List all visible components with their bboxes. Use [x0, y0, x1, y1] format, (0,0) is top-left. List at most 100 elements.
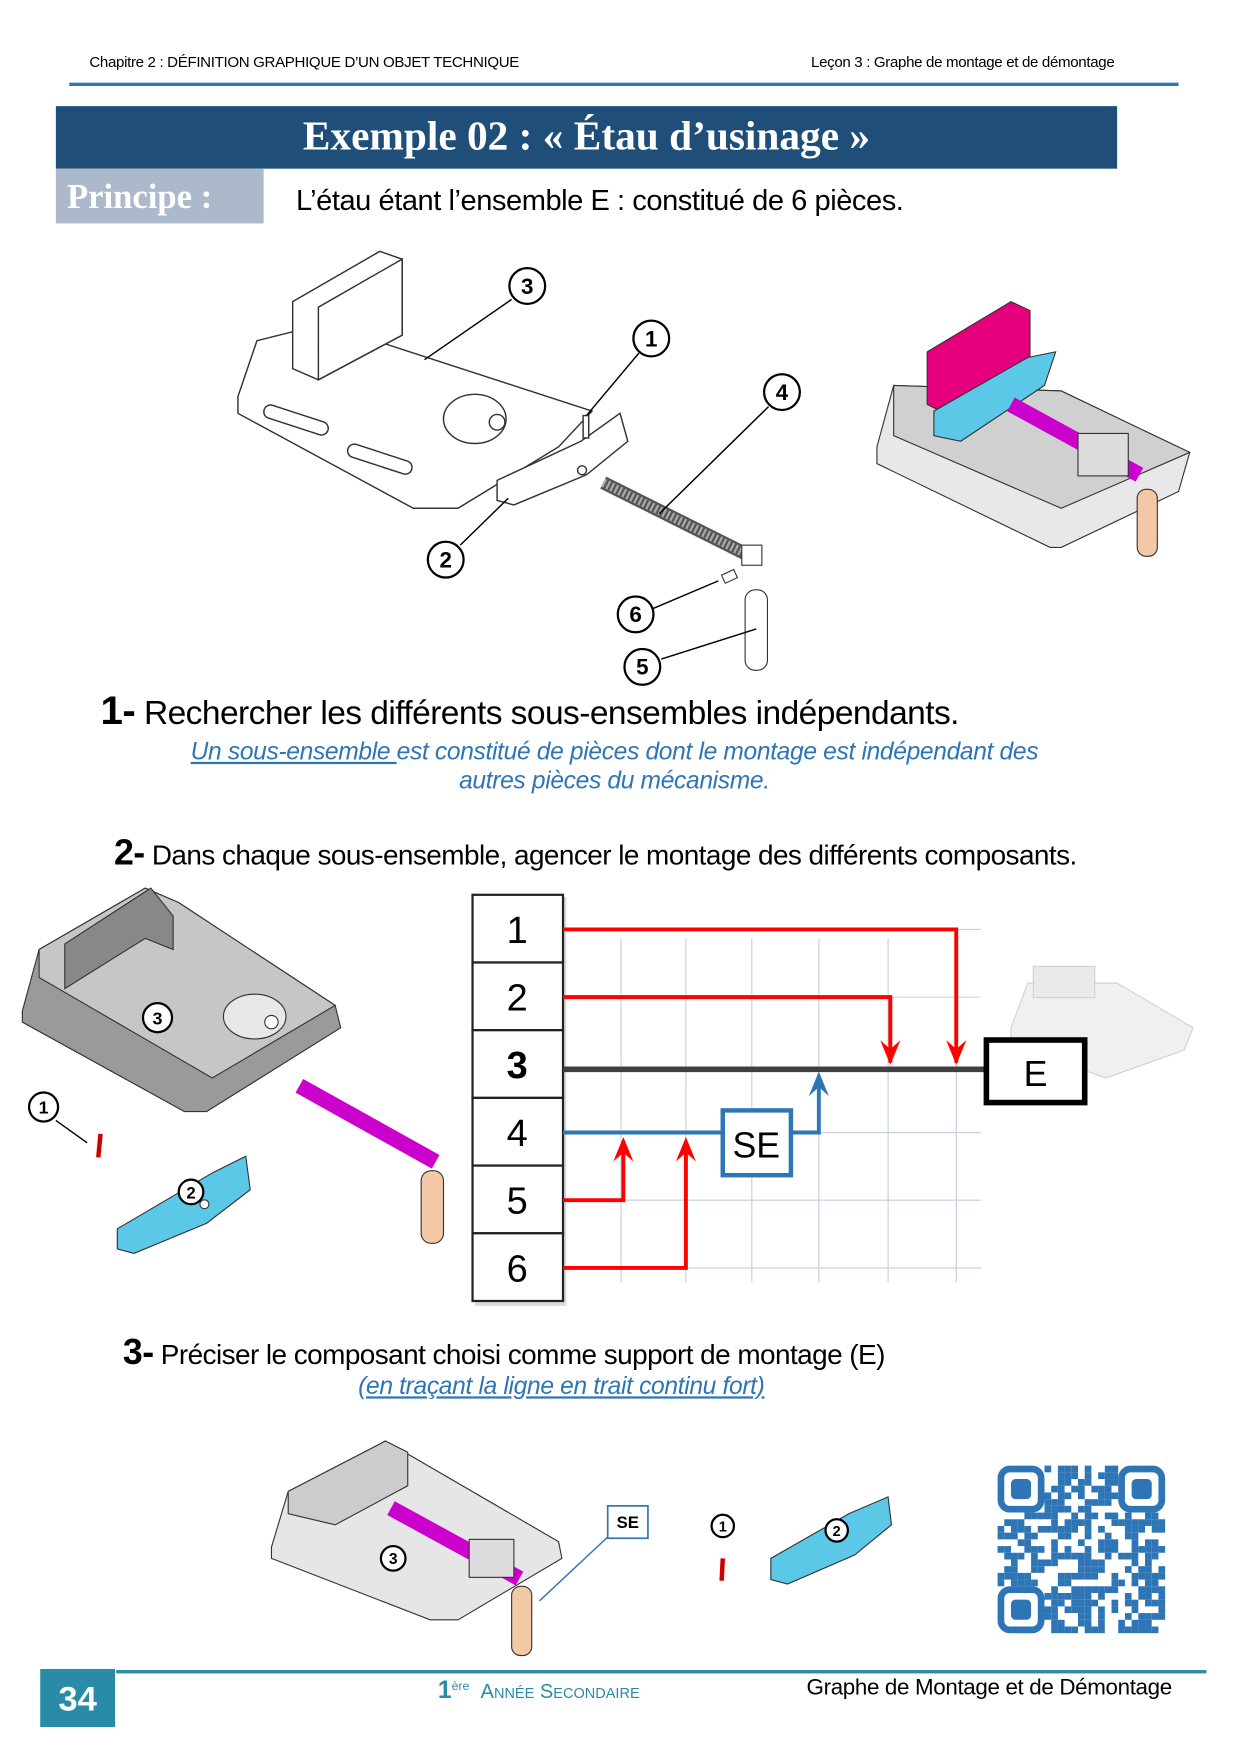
qr-module	[1031, 1579, 1038, 1587]
qr-module	[1010, 1579, 1018, 1587]
qr-module	[1104, 1586, 1112, 1593]
qr-module	[1138, 1626, 1146, 1634]
qr-module	[1031, 1566, 1038, 1573]
table-cell	[471, 1096, 565, 1167]
callout-1: 1	[710, 1513, 736, 1539]
qr-module	[1131, 1626, 1139, 1634]
qr-module	[1078, 1592, 1085, 1600]
qr-module	[1071, 1552, 1079, 1560]
e-label: E	[1024, 1054, 1048, 1094]
qr-module	[1111, 1479, 1119, 1486]
qr-module	[1057, 1572, 1065, 1580]
link-4-to-SE	[563, 1078, 821, 1135]
qr-module	[1010, 1552, 1018, 1560]
se-label: SE	[732, 1125, 780, 1165]
qr-module	[1044, 1499, 1052, 1506]
qr-module	[1138, 1592, 1146, 1600]
qr-module	[1111, 1599, 1119, 1607]
step1-heading: 1- Rechercher les différents sous-ensemb…	[100, 687, 960, 733]
qr-module	[1051, 1606, 1058, 1614]
qr-module	[1145, 1559, 1152, 1567]
arrow-1	[946, 1040, 967, 1065]
svg-text:1: 1	[645, 326, 657, 351]
qr-module	[1091, 1512, 1099, 1520]
svg-text:3: 3	[521, 274, 533, 299]
qr-module	[1091, 1559, 1099, 1567]
qr-module	[1017, 1539, 1025, 1547]
table-cell	[471, 1232, 565, 1303]
qr-module	[1084, 1519, 1092, 1526]
qr-module	[1124, 1552, 1132, 1560]
qr-module	[1131, 1559, 1139, 1567]
qr-module	[1098, 1499, 1105, 1506]
graph-links	[563, 927, 987, 1270]
qr-module	[1124, 1566, 1132, 1573]
qr-module	[1064, 1592, 1072, 1600]
qr-module	[1111, 1472, 1119, 1480]
qr-module	[1111, 1606, 1119, 1614]
arrow-2	[880, 1040, 901, 1065]
qr-module	[1037, 1512, 1045, 1520]
qr-module	[1145, 1552, 1152, 1560]
mobile-jaw-drawing	[496, 412, 629, 506]
qr-module	[1064, 1465, 1072, 1473]
svg-text:1: 1	[39, 1098, 49, 1118]
qr-module	[1004, 1552, 1011, 1560]
qr-module	[1084, 1626, 1092, 1634]
svg-text:3: 3	[389, 1551, 398, 1568]
qr-module	[1131, 1619, 1139, 1627]
qr-module	[1078, 1559, 1085, 1567]
svg-text:3: 3	[153, 1008, 163, 1028]
qr-module	[1024, 1525, 1032, 1533]
subassembly-parts-figure: 3 1 2	[21, 887, 1194, 1254]
qr-module	[1010, 1525, 1018, 1533]
qr-module	[1078, 1552, 1085, 1560]
qr-module	[1004, 1546, 1011, 1553]
qr-module	[1051, 1599, 1058, 1607]
step3-heading: 3- Préciser le composant choisi comme su…	[122, 1331, 886, 1372]
qr-module	[1084, 1499, 1092, 1506]
table-cell	[471, 893, 565, 964]
mobile-jaw-blue-drawing	[116, 1155, 251, 1254]
principe-text: L’étau étant l’ensemble E : constitué de…	[296, 183, 904, 217]
qr-module	[1111, 1586, 1119, 1593]
qr-module	[1071, 1599, 1079, 1607]
qr-module	[1111, 1546, 1119, 1553]
qr-module	[1057, 1485, 1065, 1493]
qr-module	[1124, 1613, 1132, 1620]
pin-part-1	[719, 1558, 725, 1581]
qr-module	[1064, 1606, 1072, 1614]
qr-module	[1044, 1465, 1052, 1473]
callout-2: 2	[177, 1178, 205, 1206]
svg-text:1: 1	[719, 1520, 727, 1536]
qr-module	[1017, 1579, 1025, 1587]
qr-module	[1064, 1525, 1072, 1533]
qr-module	[1078, 1505, 1085, 1513]
qr-module	[1078, 1485, 1085, 1493]
qr-module	[1044, 1525, 1052, 1533]
qr-module	[1071, 1472, 1079, 1480]
qr-module	[1124, 1592, 1132, 1600]
qr-module	[1057, 1472, 1065, 1480]
callout-2: 2	[426, 540, 465, 579]
qr-module	[1145, 1579, 1152, 1587]
qr-module	[1151, 1525, 1159, 1533]
qr-module	[1078, 1539, 1085, 1547]
qr-module	[1138, 1572, 1146, 1580]
page-number: 34	[40, 1668, 116, 1728]
qr-module	[1017, 1572, 1025, 1580]
qr-module	[1098, 1492, 1105, 1500]
qr-module	[1064, 1579, 1072, 1587]
qr-module	[1071, 1586, 1079, 1593]
qr-module	[1091, 1599, 1099, 1607]
qr-module	[997, 1572, 1005, 1580]
qr-module	[1104, 1546, 1112, 1553]
qr-module	[1057, 1592, 1065, 1600]
svg-text:2: 2	[833, 1524, 841, 1540]
qr-module	[1158, 1519, 1166, 1526]
qr-module	[1145, 1592, 1152, 1600]
vise-body-drawing	[237, 250, 594, 510]
qr-module	[1098, 1606, 1105, 1614]
qr-module	[1064, 1552, 1072, 1560]
qr-module	[1051, 1525, 1058, 1533]
